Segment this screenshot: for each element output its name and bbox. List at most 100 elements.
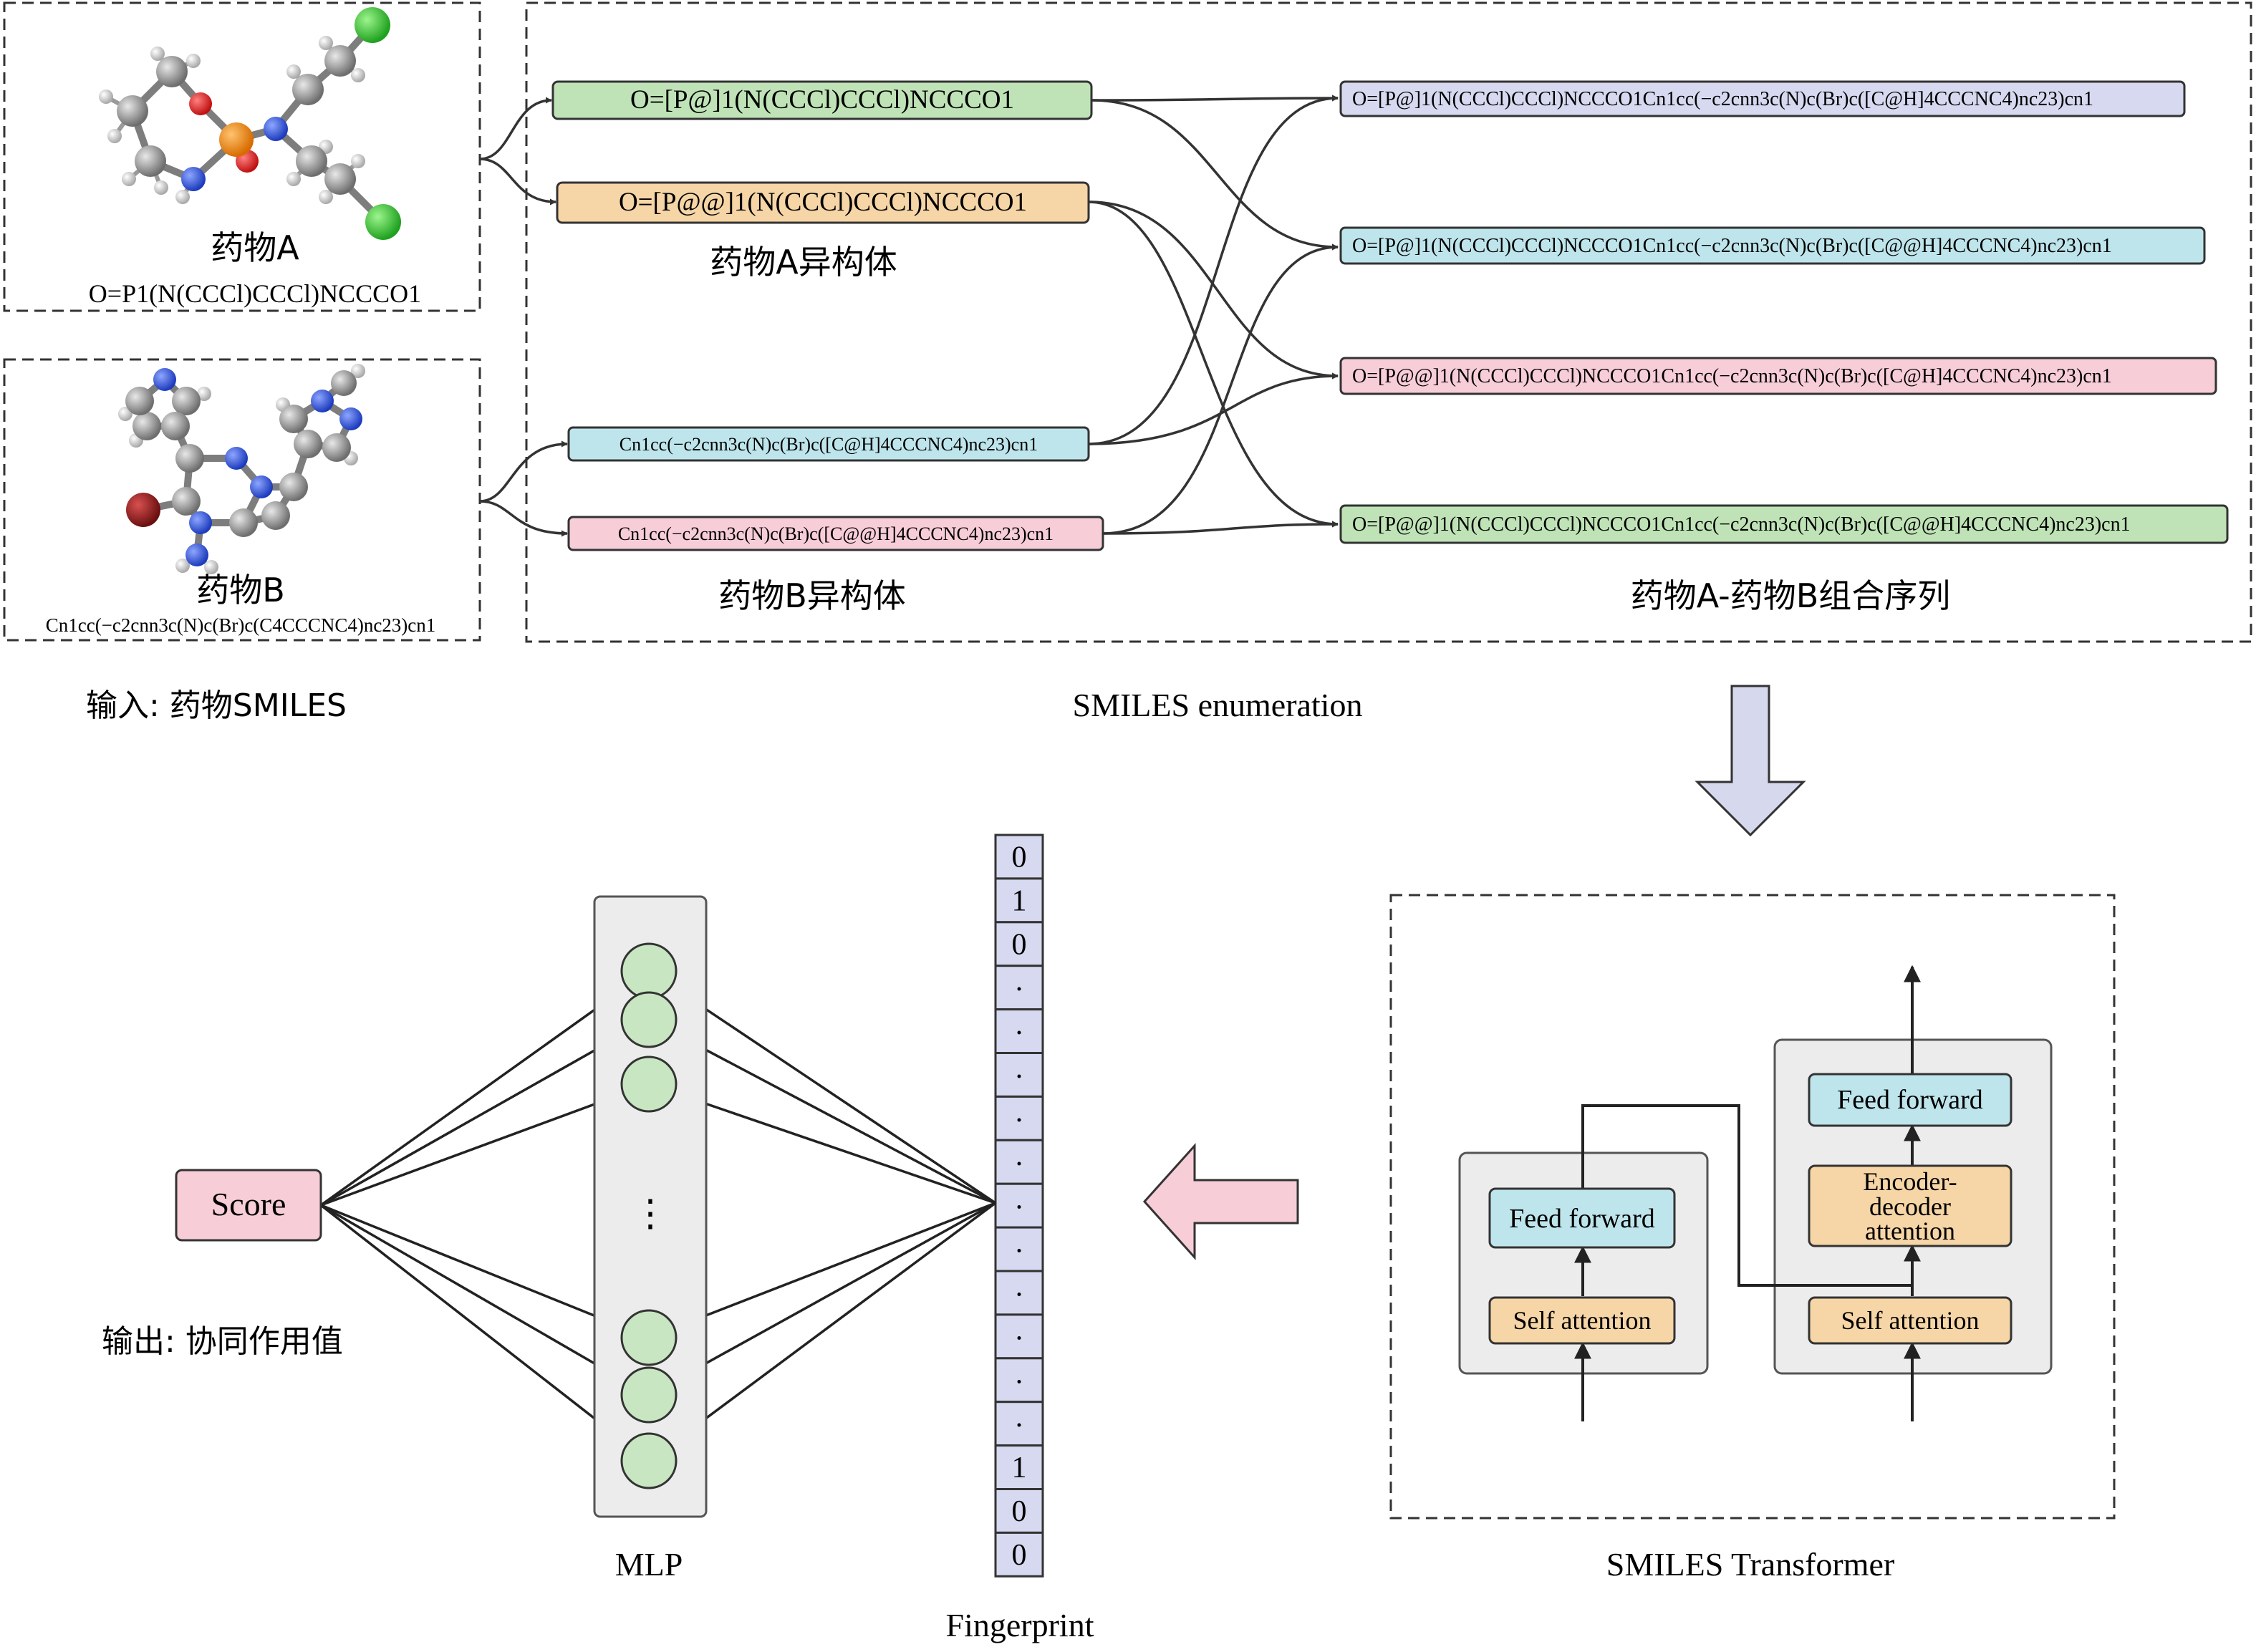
drug-a-box bbox=[3, 1, 481, 312]
mlp-node bbox=[620, 942, 678, 1000]
isomer-a-1: O=[P@]1(N(CCCl)CCCl)NCCCO1 bbox=[551, 80, 1093, 120]
decoder-feed-forward: Feed forward bbox=[1808, 1073, 2012, 1127]
transformer-box bbox=[1389, 894, 2116, 1520]
branch-b-2 bbox=[479, 500, 568, 537]
isomer-b-1: Cn1cc(−c2cnn3c(N)c(Br)c([C@H]4CCCNC4)nc2… bbox=[567, 426, 1090, 462]
combo-2: O=[P@]1(N(CCCl)CCCl)NCCCO1Cn1cc(−c2cnn3c… bbox=[1339, 226, 2206, 265]
mlp-node bbox=[620, 1309, 678, 1366]
fingerprint-bit: . bbox=[1016, 1008, 1023, 1041]
fingerprint-bit: 1 bbox=[1012, 884, 1027, 917]
isomer-b-2: Cn1cc(−c2cnn3c(N)c(Br)c([C@@H]4CCCNC4)nc… bbox=[567, 516, 1104, 551]
fingerprint-cell bbox=[994, 1444, 1044, 1490]
link-b1-c3 bbox=[1088, 372, 1339, 445]
combos-label: 药物A-药物B组合序列 bbox=[1631, 576, 1951, 615]
mlp-caption: MLP bbox=[615, 1546, 683, 1583]
fingerprint-cell bbox=[994, 877, 1044, 924]
fingerprint-cell bbox=[994, 1531, 1044, 1578]
enumeration-box bbox=[525, 1, 2252, 643]
svg-text:Encoder-: Encoder- bbox=[1863, 1167, 1957, 1196]
mlp-hidden-layer bbox=[620, 942, 678, 1489]
isomer-a-2: O=[P@@]1(N(CCCl)CCCl)NCCCO1 bbox=[556, 181, 1090, 224]
fingerprint-bit: 0 bbox=[1012, 1539, 1027, 1572]
svg-text:O=[P@@]1(N(CCCl)CCCl)NCCCO1: O=[P@@]1(N(CCCl)CCCl)NCCCO1 bbox=[619, 188, 1027, 217]
combo-3: O=[P@@]1(N(CCCl)CCCl)NCCCO1Cn1cc(−c2cnn3… bbox=[1339, 357, 2217, 395]
fingerprint-cell bbox=[994, 1357, 1044, 1404]
transformer-caption: SMILES Transformer bbox=[1606, 1546, 1895, 1583]
link-a2-c3 bbox=[1088, 201, 1339, 380]
svg-text:Cn1cc(−c2cnn3c(N)c(Br)c([C@H]4: Cn1cc(−c2cnn3c(N)c(Br)c([C@H]4CCCNC4)nc2… bbox=[620, 434, 1038, 455]
svg-text:Self attention: Self attention bbox=[1841, 1306, 1980, 1335]
decoder-cross-attention: Encoder- decoder attention bbox=[1808, 1164, 2012, 1247]
left-arrow-icon bbox=[1142, 1143, 1299, 1260]
fingerprint-bit: . bbox=[1016, 1270, 1023, 1303]
link-b1-c1 bbox=[1088, 95, 1339, 445]
fingerprint-bit: . bbox=[1016, 1139, 1023, 1172]
mlp-node bbox=[620, 991, 678, 1048]
fingerprint-bit: . bbox=[1016, 965, 1023, 998]
fingerprint-vector: 0 1 0........... 1 0 0 bbox=[994, 834, 1044, 1578]
branch-a-1 bbox=[479, 97, 552, 160]
link-b2-c2 bbox=[1102, 243, 1339, 535]
fingerprint-cell bbox=[994, 1226, 1044, 1272]
fingerprint-cell bbox=[994, 1488, 1044, 1534]
drug-a-name: 药物A bbox=[211, 228, 299, 267]
svg-text:Feed forward: Feed forward bbox=[1837, 1085, 1983, 1115]
encoder-feed-forward: Feed forward bbox=[1488, 1187, 1676, 1249]
mlp-node bbox=[620, 1432, 678, 1489]
branch-b-1 bbox=[479, 440, 568, 503]
link-a1-c2 bbox=[1091, 99, 1339, 251]
combo-4: O=[P@@]1(N(CCCl)CCCl)NCCCO1Cn1cc(−c2cnn3… bbox=[1339, 504, 2229, 544]
mlp-node bbox=[620, 1056, 678, 1113]
svg-text:O=[P@@]1(N(CCCl)CCCl)NCCCO1Cn1: O=[P@@]1(N(CCCl)CCCl)NCCCO1Cn1cc(−c2cnn3… bbox=[1352, 513, 2131, 536]
molecule-a-icon bbox=[99, 7, 401, 240]
drug-b-name: 药物B bbox=[196, 571, 285, 609]
fingerprint-bit: . bbox=[1016, 1183, 1023, 1216]
decoder-self-attention: Self attention bbox=[1808, 1296, 2012, 1345]
fingerprint-cell bbox=[994, 1052, 1044, 1098]
encoder-to-decoder-line bbox=[1581, 1104, 1912, 1287]
molecule-b-icon bbox=[118, 364, 365, 574]
fingerprint-bit: 1 bbox=[1012, 1451, 1027, 1484]
svg-text:O=[P@@]1(N(CCCl)CCCl)NCCCO1Cn1: O=[P@@]1(N(CCCl)CCCl)NCCCO1Cn1cc(−c2cnn3… bbox=[1352, 365, 2112, 387]
svg-text:O=[P@]1(N(CCCl)CCCl)NCCCO1Cn1c: O=[P@]1(N(CCCl)CCCl)NCCCO1Cn1cc(−c2cnn3c… bbox=[1352, 235, 2112, 257]
svg-text:decoder: decoder bbox=[1869, 1192, 1951, 1221]
mlp-panel bbox=[593, 895, 708, 1518]
fingerprint-bit: 0 bbox=[1012, 1495, 1027, 1528]
fingerprint-caption: Fingerprint bbox=[946, 1607, 1094, 1643]
score-label: Score bbox=[211, 1186, 286, 1222]
input-caption: 输入: 药物SMILES bbox=[86, 687, 347, 724]
drug-b-box bbox=[3, 358, 481, 642]
mlp-node bbox=[620, 1366, 678, 1424]
enumeration-caption: SMILES enumeration bbox=[1073, 687, 1363, 723]
link-b2-c4 bbox=[1102, 521, 1339, 535]
link-a1-c1 bbox=[1091, 95, 1339, 102]
isomers-b-label: 药物B异构体 bbox=[718, 576, 906, 615]
fingerprint-bit: . bbox=[1016, 1052, 1023, 1085]
fingerprint-bit: . bbox=[1016, 1401, 1023, 1434]
fingerprint-bit: . bbox=[1016, 1227, 1023, 1260]
fingerprint-cell bbox=[994, 1182, 1044, 1229]
drug-a-smiles: O=P1(N(CCCl)CCCl)NCCCO1 bbox=[89, 279, 421, 308]
svg-text:O=[P@]1(N(CCCl)CCCl)NCCCO1: O=[P@]1(N(CCCl)CCCl)NCCCO1 bbox=[630, 85, 1014, 115]
svg-text:Cn1cc(−c2cnn3c(N)c(Br)c([C@@H]: Cn1cc(−c2cnn3c(N)c(Br)c([C@@H]4CCCNC4)nc… bbox=[618, 523, 1054, 544]
isomers-a-label: 药物A异构体 bbox=[710, 243, 897, 281]
branch-a-2 bbox=[479, 158, 556, 206]
score-box: Score bbox=[175, 1169, 322, 1242]
fingerprint-bit: 0 bbox=[1012, 841, 1027, 874]
fingerprint-cell bbox=[994, 965, 1044, 1011]
mlp-ellipsis: ⋮ bbox=[632, 1194, 669, 1235]
fingerprint-cell bbox=[994, 921, 1044, 967]
encoder-self-attention: Self attention bbox=[1488, 1296, 1676, 1345]
fingerprint-bit: 0 bbox=[1012, 928, 1027, 961]
output-caption: 输出: 协同作用值 bbox=[102, 1323, 343, 1360]
svg-text:Feed forward: Feed forward bbox=[1509, 1204, 1655, 1234]
link-a2-c4 bbox=[1088, 201, 1339, 528]
svg-text:Self attention: Self attention bbox=[1513, 1306, 1652, 1335]
fingerprint-bit: . bbox=[1016, 1357, 1023, 1390]
fingerprint-bit: . bbox=[1016, 1096, 1023, 1129]
drug-b-smiles: Cn1cc(−c2cnn3c(N)c(Br)c(C4CCCNC4)nc23)cn… bbox=[46, 614, 436, 636]
combo-1: O=[P@]1(N(CCCl)CCCl)NCCCO1Cn1cc(−c2cnn3c… bbox=[1339, 80, 2186, 117]
fingerprint-bit: . bbox=[1016, 1313, 1023, 1346]
svg-text:O=[P@]1(N(CCCl)CCCl)NCCCO1Cn1c: O=[P@]1(N(CCCl)CCCl)NCCCO1Cn1cc(−c2cnn3c… bbox=[1352, 88, 2093, 110]
